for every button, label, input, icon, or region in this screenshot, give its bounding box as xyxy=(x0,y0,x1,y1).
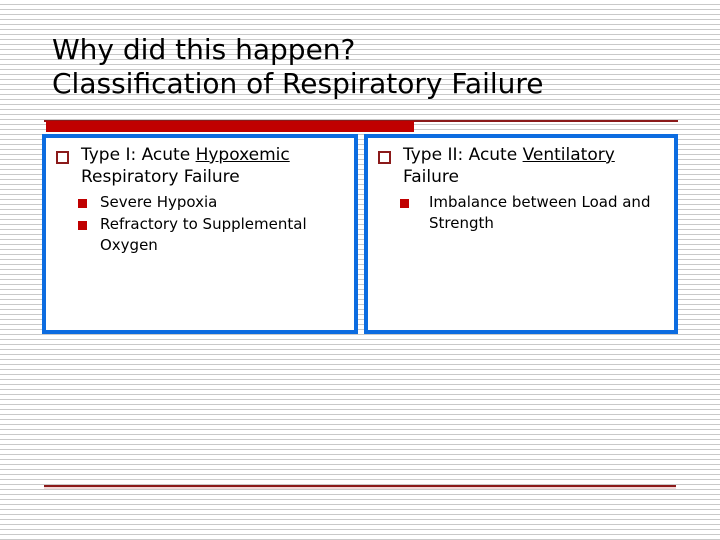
heading-underlined-text: Ventilatory xyxy=(522,145,615,165)
heading-before-text: Type II: Acute xyxy=(403,145,523,165)
heading-before-text: Type I: Acute xyxy=(81,145,196,165)
hollow-square-bullet-icon xyxy=(56,151,69,164)
content-box-type-ii-inner: Type II: Acute Ventilatory Failure Imbal… xyxy=(368,138,674,234)
sub-bullet-list-type-i: Severe Hypoxia Refractory to Supplementa… xyxy=(78,192,348,256)
bullet-row-type-ii: Type II: Acute Ventilatory Failure xyxy=(374,144,668,188)
page-title: Why did this happen? Classification of R… xyxy=(52,33,692,101)
sub-bullet-row: Refractory to Supplemental Oxygen xyxy=(78,214,348,256)
bottom-divider-shadow xyxy=(44,487,676,489)
heading-underlined-text: Hypoxemic xyxy=(195,145,290,165)
heading-after-text: Failure xyxy=(403,167,459,187)
sub-bullet-row: Severe Hypoxia xyxy=(78,192,348,213)
bullet-text-type-ii: Type II: Acute Ventilatory Failure xyxy=(403,144,668,188)
hollow-square-bullet-icon xyxy=(378,151,391,164)
sub-bullet-text: Severe Hypoxia xyxy=(100,193,218,211)
title-divider-bar xyxy=(46,121,414,132)
bullet-row-type-i: Type I: Acute Hypoxemic Respiratory Fail… xyxy=(52,144,348,188)
sub-bullet-row: Imbalance between Load and Strength xyxy=(400,192,668,234)
title-line-1: Why did this happen? xyxy=(52,33,356,66)
content-box-type-i: Type I: Acute Hypoxemic Respiratory Fail… xyxy=(42,134,358,334)
bullet-text-type-i: Type I: Acute Hypoxemic Respiratory Fail… xyxy=(81,144,348,188)
heading-after-text: Respiratory Failure xyxy=(81,167,240,187)
sub-bullet-text: Refractory to Supplemental Oxygen xyxy=(100,215,307,254)
sub-bullet-text: Imbalance between Load and Strength xyxy=(429,193,651,232)
sub-bullet-list-type-ii: Imbalance between Load and Strength xyxy=(400,192,668,234)
bottom-divider-line xyxy=(44,485,676,487)
title-line-2: Classification of Respiratory Failure xyxy=(52,67,544,100)
filled-square-bullet-icon xyxy=(78,221,87,230)
filled-square-bullet-icon xyxy=(400,199,409,208)
content-box-type-i-inner: Type I: Acute Hypoxemic Respiratory Fail… xyxy=(46,138,354,256)
content-box-type-ii: Type II: Acute Ventilatory Failure Imbal… xyxy=(364,134,678,334)
filled-square-bullet-icon xyxy=(78,199,87,208)
